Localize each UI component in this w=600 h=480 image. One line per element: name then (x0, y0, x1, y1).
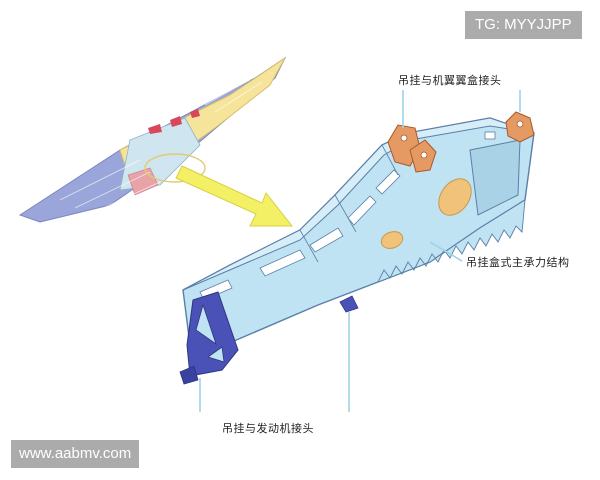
pylon-structure (179, 111, 535, 385)
pylon-highlight-ellipse (144, 153, 206, 183)
center-mount-lug (339, 295, 359, 313)
pylon-inner-wall (469, 139, 521, 216)
nacelle-pink-region (127, 167, 159, 196)
aircraft-wing-illustration (18, 56, 287, 223)
engine-mount-fitting (179, 291, 239, 385)
wing-box-fitting-front (387, 124, 437, 173)
label-main-load-box: 吊挂盒式主承力结构 (466, 256, 570, 269)
pylon-access-hole-large (438, 178, 472, 216)
wing-red-markings (148, 109, 200, 134)
callout-lines (199, 90, 521, 412)
label-engine-joint: 吊挂与发动机接头 (222, 422, 314, 435)
watermark-top: TG: MYYJJPP (465, 11, 582, 39)
pylon-cutouts (199, 131, 496, 301)
callout-line-main-box (429, 241, 463, 262)
pylon-serrated-bottom (377, 199, 526, 283)
wing-detail-lines (59, 79, 263, 215)
pylon-access-hole-small (380, 231, 404, 249)
pointer-arrow (175, 165, 294, 227)
label-wing-box-joint: 吊挂与机翼翼盒接头 (398, 74, 502, 87)
wing-box-fitting-rear (505, 111, 535, 143)
arrow-icon (175, 165, 294, 227)
watermark-bottom: www.aabmv.com (11, 440, 140, 468)
